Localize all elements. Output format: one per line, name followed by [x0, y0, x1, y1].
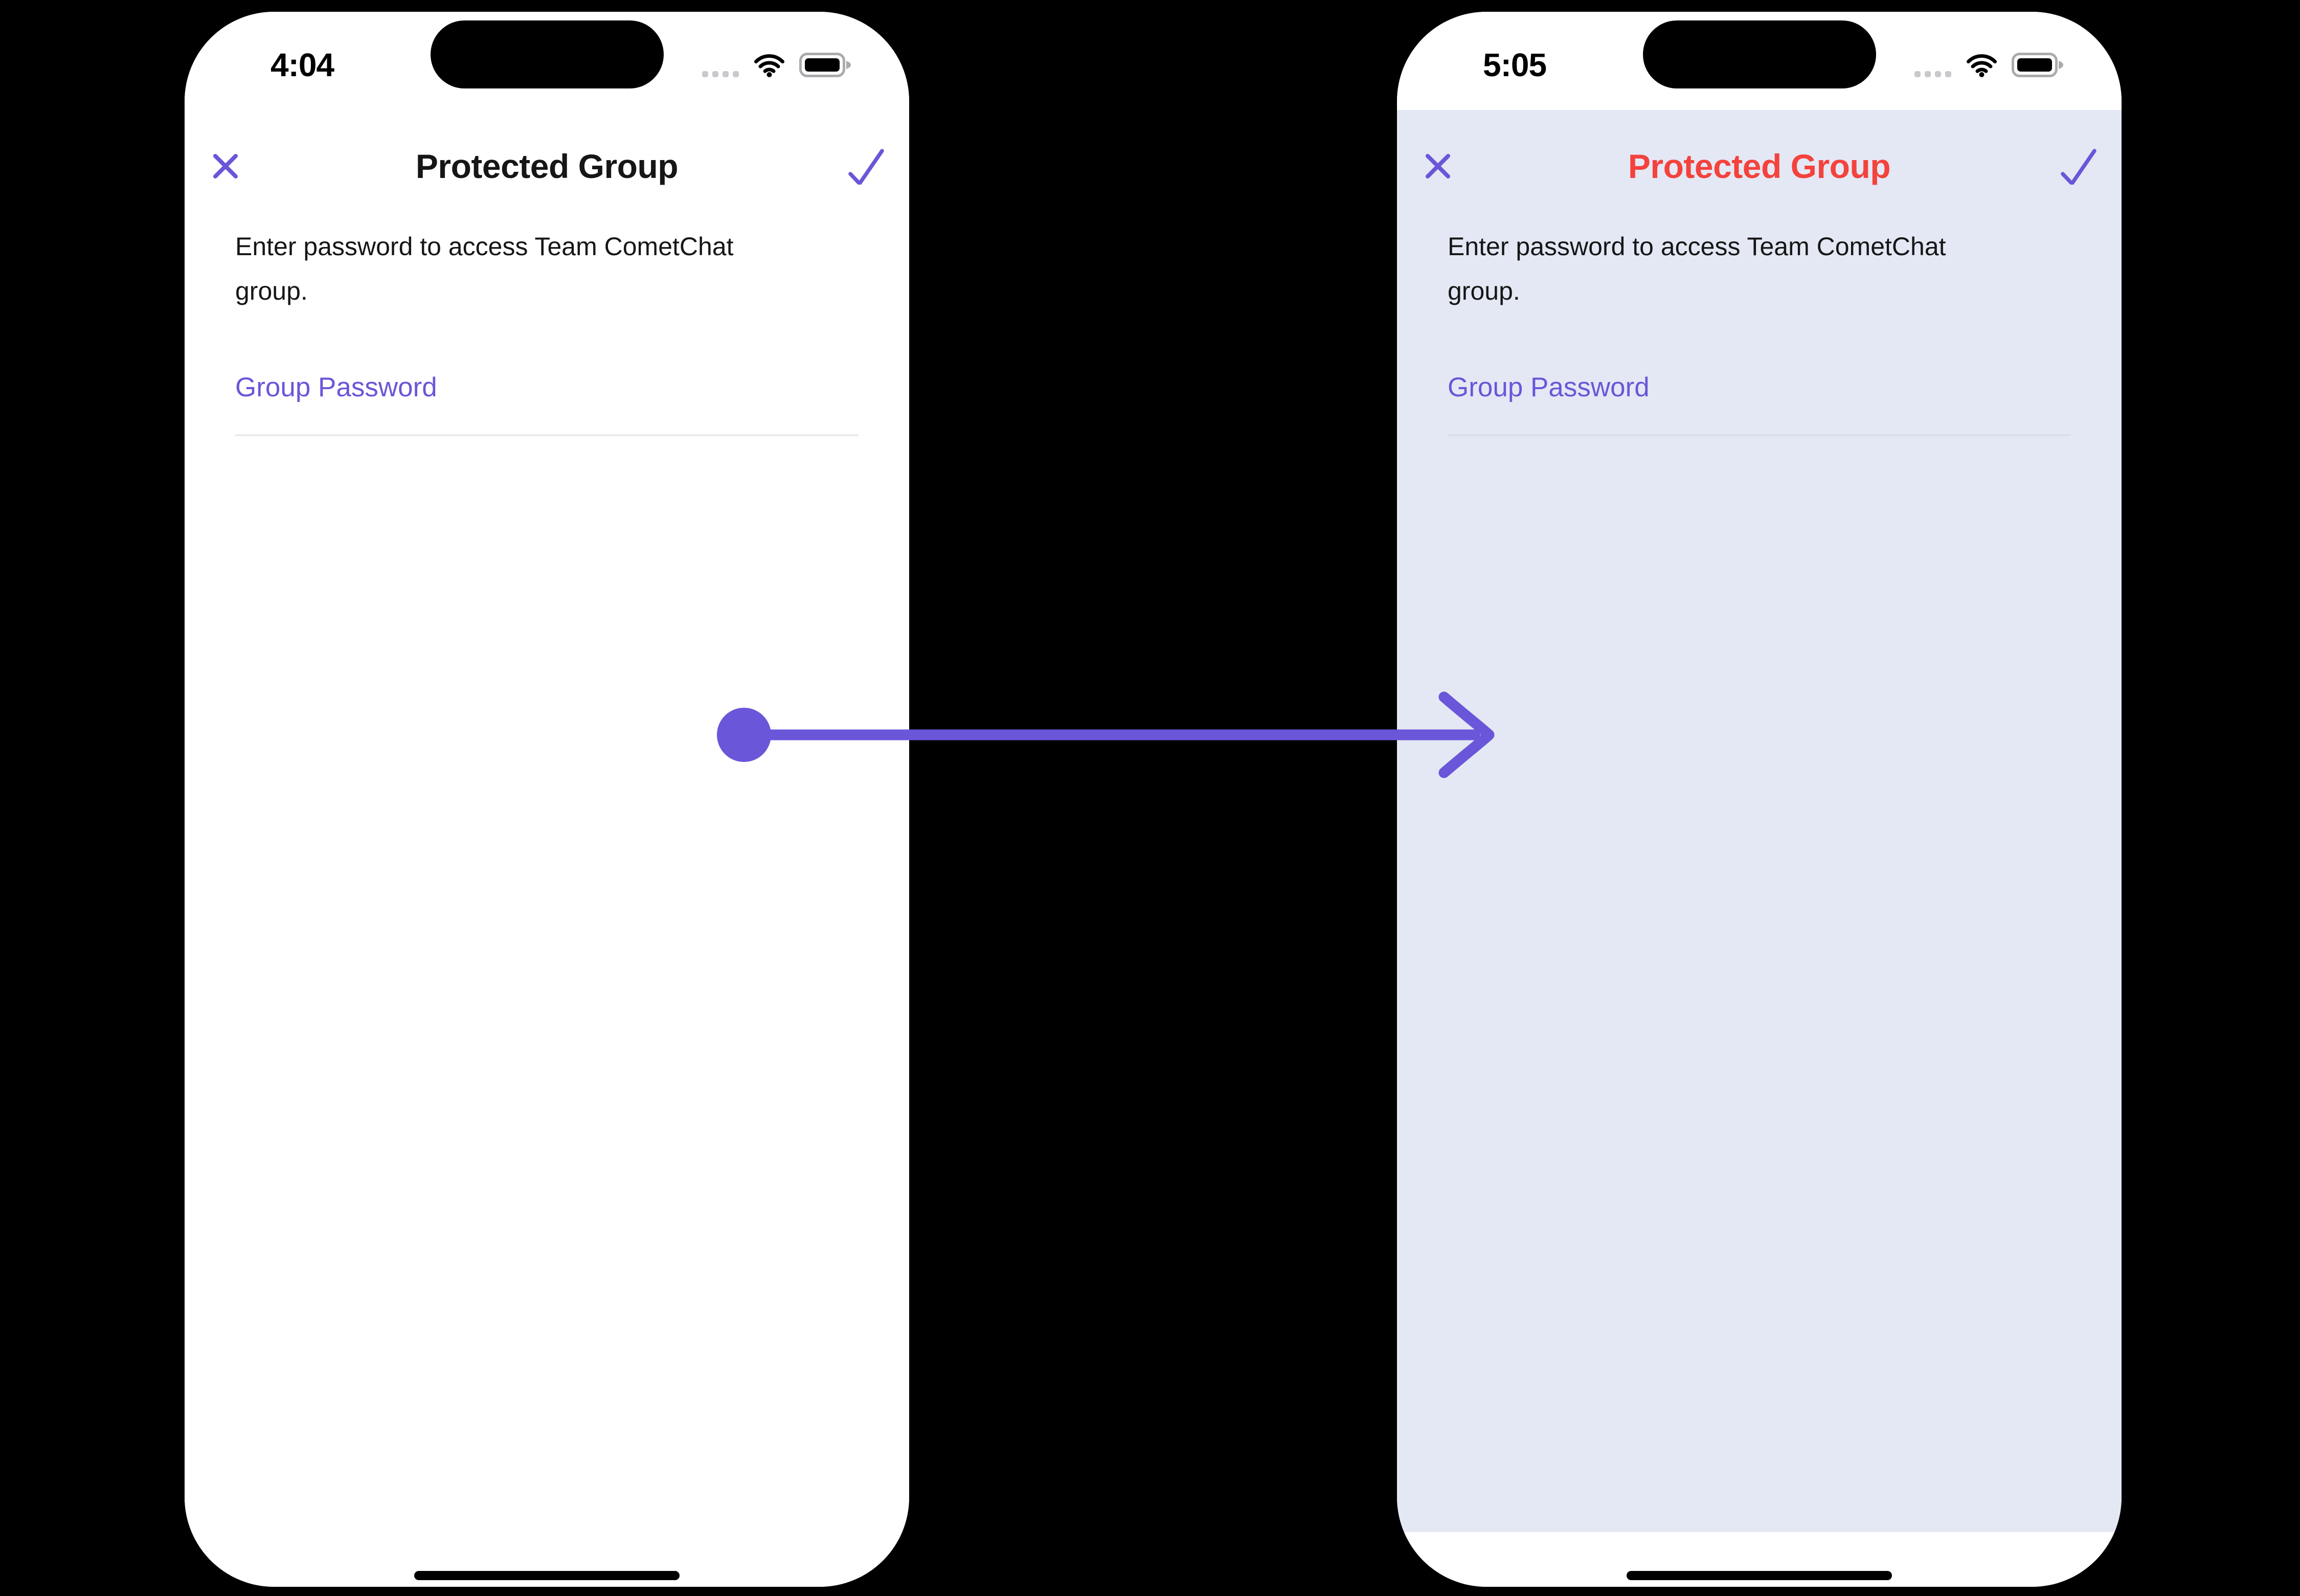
status-time: 5:05: [1483, 47, 1547, 83]
home-strip: [185, 1532, 909, 1587]
close-button[interactable]: [212, 153, 239, 179]
home-strip: [1397, 1532, 2122, 1587]
protected-group-screen: Protected Group Enter password to access…: [1397, 110, 2122, 1532]
phone-mockup-left: 4:04: [185, 12, 909, 1587]
close-icon: [1426, 154, 1450, 178]
dynamic-island: [430, 20, 664, 88]
home-indicator: [414, 1571, 680, 1580]
check-icon: [2061, 149, 2096, 185]
home-indicator: [1627, 1571, 1892, 1580]
wifi-icon: [1967, 54, 1997, 77]
close-button[interactable]: [1425, 153, 1451, 179]
status-icons: [1914, 53, 2063, 77]
status-bar: 5:05: [1397, 12, 2122, 110]
description-text: Enter password to access Team CometChat …: [1448, 232, 1946, 305]
phone-mockup-right: 5:05: [1397, 12, 2122, 1587]
screen-title: Protected Group: [1628, 147, 1891, 185]
screen-title: Protected Group: [415, 147, 679, 185]
description-text: Enter password to access Team CometChat …: [235, 232, 734, 305]
confirm-button[interactable]: [2060, 148, 2097, 185]
battery-icon: [2012, 53, 2063, 77]
battery-icon: [799, 53, 851, 77]
check-icon: [848, 149, 884, 185]
nav-bar: Protected Group: [185, 140, 909, 193]
cellular-dots-icon: [1914, 71, 1951, 77]
confirm-button[interactable]: [848, 148, 885, 185]
status-time: 4:04: [270, 47, 334, 83]
group-password-input[interactable]: [1448, 371, 2071, 436]
cellular-dots-icon: [702, 71, 739, 77]
wifi-icon: [754, 54, 784, 77]
close-icon: [213, 154, 238, 178]
group-password-input[interactable]: [235, 371, 859, 436]
protected-group-screen: Protected Group Enter password to access…: [185, 110, 909, 1532]
dynamic-island: [1642, 20, 1876, 88]
nav-bar: Protected Group: [1397, 140, 2122, 193]
status-icons: [702, 53, 851, 77]
status-bar: 4:04: [185, 12, 909, 110]
